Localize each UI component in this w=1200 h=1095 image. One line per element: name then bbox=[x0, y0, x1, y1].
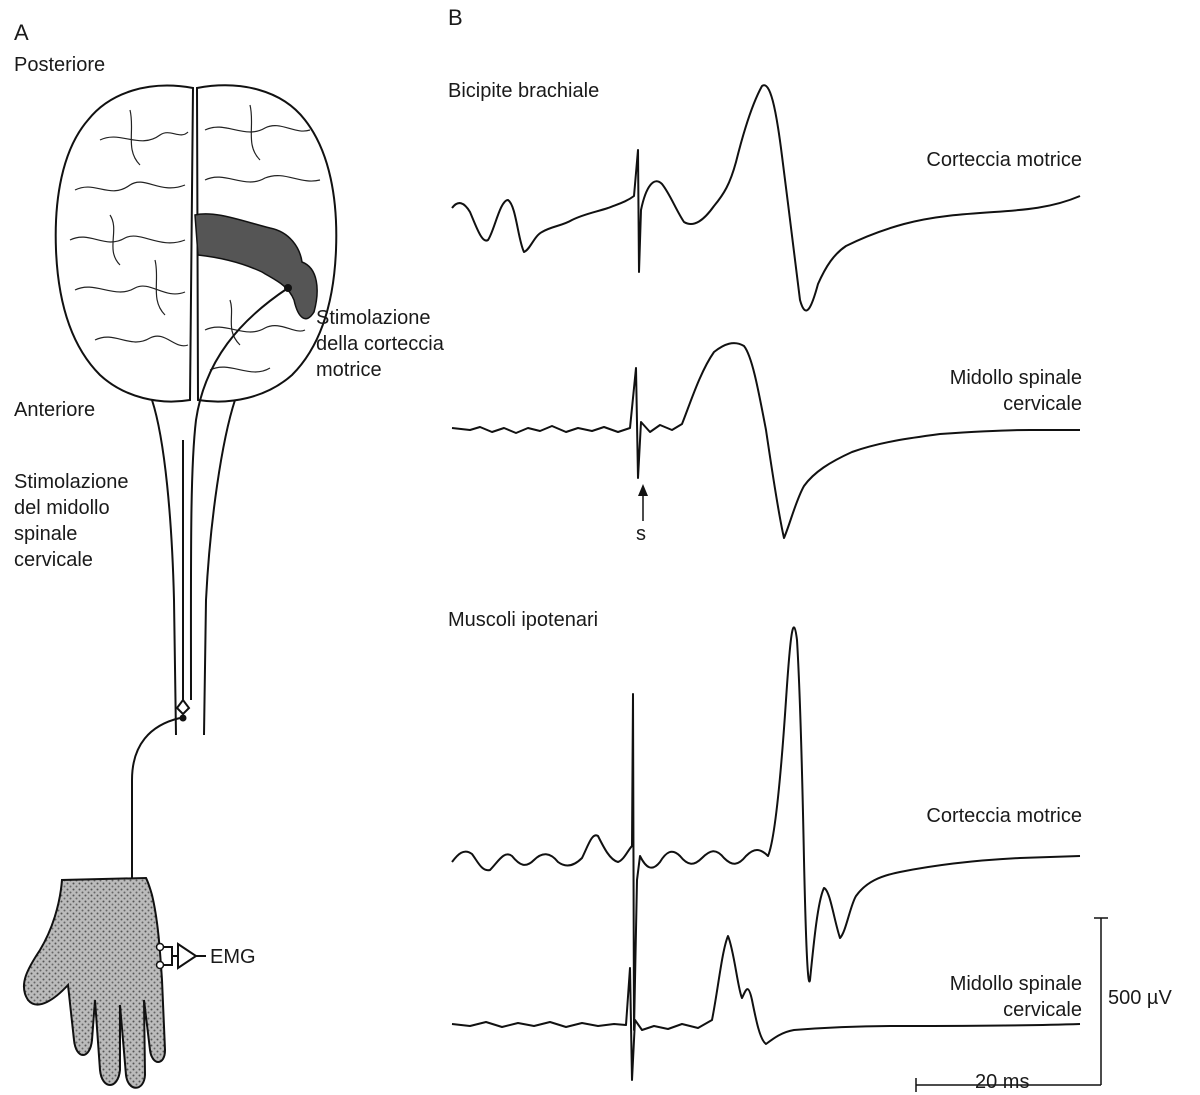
trace-label-hypo-cortex: Corteccia motrice bbox=[926, 805, 1082, 827]
emg-trace-hypothenar-spinal bbox=[452, 936, 1080, 1080]
panel-a-label: A bbox=[14, 20, 29, 45]
panel-b-label: B bbox=[448, 5, 463, 30]
spinal-cord-left bbox=[152, 400, 176, 735]
hypothenar-title: Muscoli ipotenari bbox=[448, 609, 598, 631]
spinal-cord-right bbox=[204, 400, 235, 735]
spinal-stim-label-3: spinale bbox=[14, 523, 77, 545]
hand-illustration bbox=[24, 878, 165, 1088]
biceps-title: Bicipite brachiale bbox=[448, 80, 599, 102]
emg-label: EMG bbox=[210, 946, 256, 968]
spinal-stim-label-2: del midollo bbox=[14, 497, 110, 519]
emg-trace-hypothenar-cortex bbox=[452, 627, 1080, 1030]
voltage-scale-label: 500 µV bbox=[1108, 987, 1172, 1009]
spinal-stim-label-4: cervicale bbox=[14, 549, 93, 571]
trace-label-hypo-spinal-1: Midollo spinale bbox=[950, 973, 1082, 995]
stimulus-label: s bbox=[636, 523, 646, 545]
stimulus-arrow bbox=[638, 484, 648, 521]
emg-trace-biceps-cortex bbox=[452, 85, 1080, 310]
trace-label-biceps-spinal-1: Midollo spinale bbox=[950, 367, 1082, 389]
motor-cortex-region bbox=[195, 214, 317, 319]
cortex-stim-label-2: della corteccia bbox=[316, 333, 445, 355]
anterior-label: Anteriore bbox=[14, 399, 95, 421]
cortex-stim-label-3: motrice bbox=[316, 359, 382, 381]
spinal-stim-label-1: Stimolazione bbox=[14, 471, 129, 493]
trace-label-biceps-spinal-2: cervicale bbox=[1003, 393, 1082, 415]
trace-label-hypo-spinal-2: cervicale bbox=[1003, 999, 1082, 1021]
cortex-stim-label-1: Stimolazione bbox=[316, 307, 431, 329]
brain-diagram bbox=[56, 85, 337, 960]
posterior-label: Posteriore bbox=[14, 54, 105, 76]
time-scale-label: 20 ms bbox=[975, 1071, 1029, 1093]
trace-label-biceps-cortex: Corteccia motrice bbox=[926, 149, 1082, 171]
emg-amplifier bbox=[157, 944, 207, 969]
